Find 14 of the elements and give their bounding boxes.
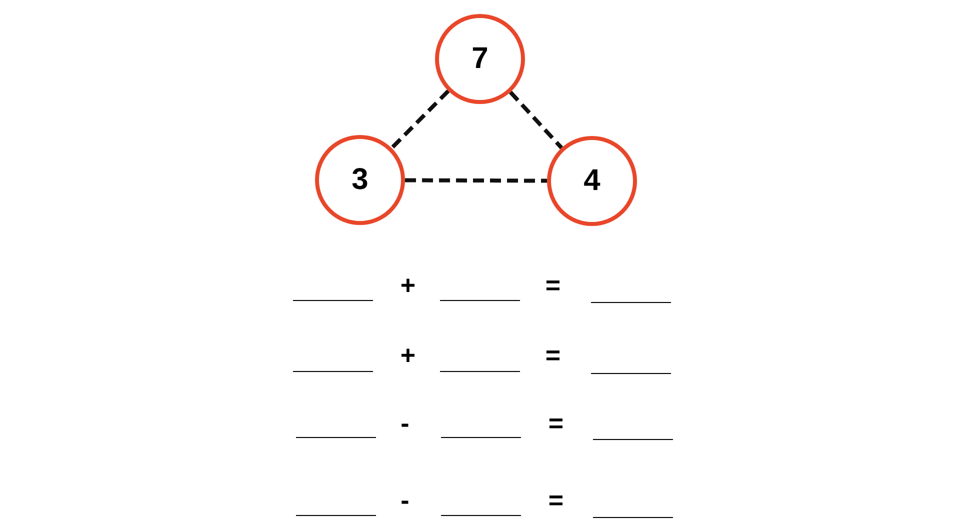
operator-sign: = [545,342,561,368]
dashed-line [508,90,564,150]
dashed-line [405,178,547,183]
operator-sign: - [400,410,410,436]
operator-sign: = [548,487,564,513]
number-text: 3 [352,163,368,197]
number-text: 4 [584,164,600,198]
operator-sign: + [400,272,416,298]
dashed-line [390,90,450,150]
operator-sign: = [545,272,561,298]
number-text: 7 [472,42,488,76]
operator-sign: + [400,342,416,368]
operator-sign: - [400,487,410,513]
operator-sign: = [548,410,564,436]
